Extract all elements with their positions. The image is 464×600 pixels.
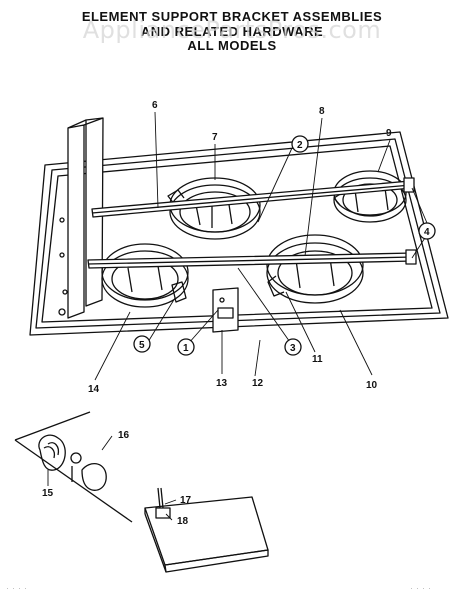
callout-15: 15 <box>42 488 54 499</box>
terminal-block <box>212 287 239 333</box>
watermark: AppliancePartsPros.com <box>82 16 382 44</box>
surface-element-front-left <box>101 243 189 308</box>
callout-11: 11 <box>312 354 323 365</box>
callout-1: 1 <box>183 343 189 354</box>
callout-5: 5 <box>139 340 145 351</box>
surface-element-rear-right <box>333 170 407 223</box>
callout-18: 18 <box>177 516 189 527</box>
callout-4: 4 <box>424 227 430 238</box>
callout-8: 8 <box>319 106 325 117</box>
junction-box-detail <box>144 487 269 573</box>
print-mark-left: · · · · <box>6 586 27 592</box>
diagram-title-line2: AND RELATED HARDWARE <box>140 24 324 39</box>
callout-9: 9 <box>386 128 392 139</box>
print-mark-right: · · · · <box>410 586 431 592</box>
callout-6: 6 <box>152 100 158 111</box>
surface-element-front-right <box>266 234 364 304</box>
callout-3: 3 <box>290 343 296 354</box>
callout-10: 10 <box>366 380 378 391</box>
support-bracket-front <box>87 252 415 269</box>
callout-14: 14 <box>88 384 100 395</box>
support-bracket-rear <box>91 180 413 218</box>
callout-13: 13 <box>216 378 228 389</box>
callout-7: 7 <box>212 132 218 143</box>
callout-17: 17 <box>180 495 192 506</box>
callout-12: 12 <box>252 378 264 389</box>
diagram-title-line3: ALL MODELS <box>187 38 277 53</box>
callout-16: 16 <box>118 430 130 441</box>
callout-2: 2 <box>297 140 303 151</box>
wire-connector-detail <box>14 411 133 523</box>
diagram-title-line1: ELEMENT SUPPORT BRACKET ASSEMBLIES <box>81 9 383 24</box>
